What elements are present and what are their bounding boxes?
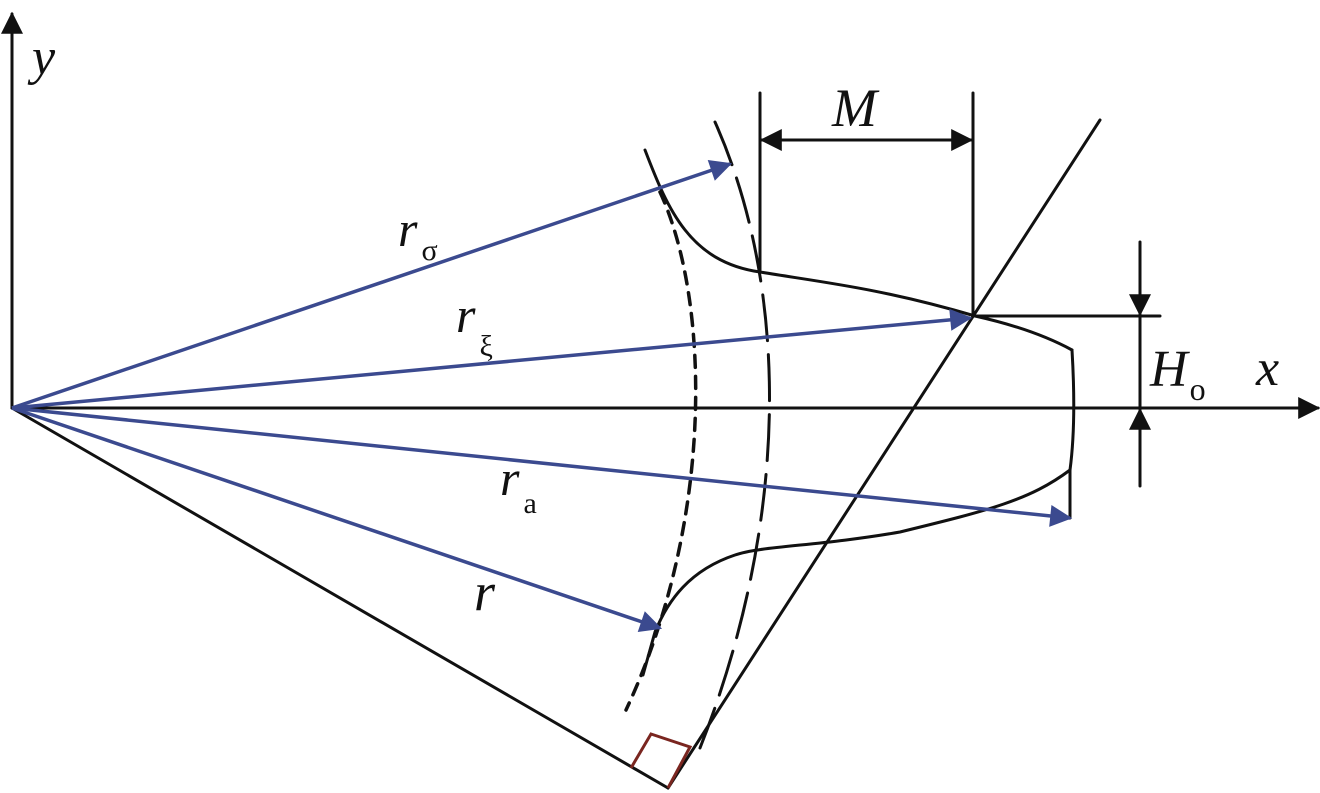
label-r: r (474, 562, 496, 622)
root-circle-arc (624, 190, 698, 712)
reference-circle-arc (698, 120, 771, 750)
tangent-line (666, 118, 1102, 790)
label-r-xi: rξ (456, 287, 493, 363)
lower-slant-line (10, 406, 670, 790)
label-m: M (831, 78, 880, 138)
right-angle-marker (629, 732, 693, 789)
vector-r-xi (11, 308, 973, 410)
tooth-profile-lower (641, 468, 1072, 677)
label-h-o: Ho (1149, 341, 1206, 407)
vector-r (11, 406, 663, 633)
vector-r-sigma (11, 159, 733, 410)
tooth-profile-upper (643, 148, 1074, 352)
x-axis-label: x (1255, 340, 1279, 397)
tooth-tip-edge (1068, 348, 1076, 520)
vector-r-a (11, 406, 1073, 527)
y-axis-label: y (27, 29, 56, 86)
